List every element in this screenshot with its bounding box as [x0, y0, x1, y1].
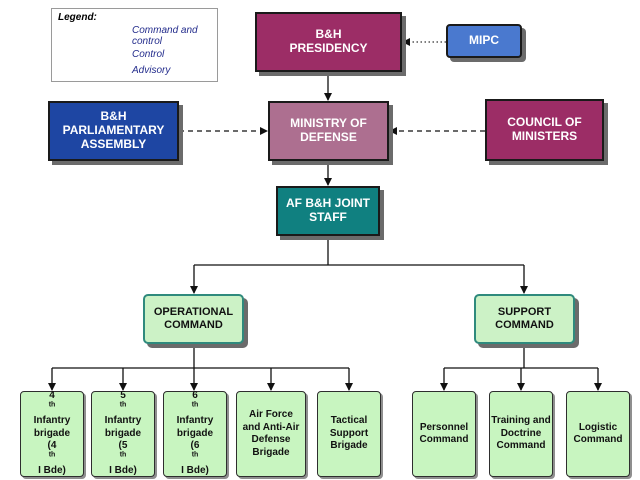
- node-text: COMMAND: [495, 319, 554, 331]
- node-text: Defense: [251, 434, 291, 445]
- node-text: 6: [192, 390, 198, 402]
- node-text: Command: [419, 434, 469, 445]
- node-text: (4: [47, 440, 57, 452]
- node-text: Infantry: [104, 415, 142, 427]
- node-text: Brigade: [252, 446, 290, 458]
- command-line-joint-commands: [194, 236, 524, 266]
- node-text: Infantry: [176, 415, 214, 427]
- node-text: AF B&H JOINT: [286, 196, 370, 211]
- node-training-doctrine-command: Training and Doctrine Command: [489, 391, 553, 477]
- node-sup: th: [191, 451, 199, 459]
- node-sup: th: [119, 451, 127, 459]
- node-text: brigade: [176, 427, 214, 439]
- command-line-operational-bus: [52, 344, 349, 369]
- node-text: (5: [118, 440, 128, 452]
- node-text: Command: [496, 440, 546, 452]
- node-text: COMMAND: [164, 319, 223, 331]
- node-text: OPERATIONAL: [153, 306, 234, 319]
- node-sup: th: [191, 401, 199, 409]
- node-air-force-brigade: Air Force and Anti-Air Defense Brigade: [236, 391, 306, 477]
- node-text: Logistic: [578, 421, 618, 433]
- node-text: MIPC: [469, 33, 499, 48]
- node-text: STAFF: [309, 210, 347, 224]
- node-text: brigade: [104, 427, 142, 439]
- node-text: Brigade: [330, 440, 368, 452]
- node-text: COUNCIL OF: [507, 115, 582, 130]
- node-text: brigade: [33, 427, 71, 439]
- node-text: MINISTERS: [511, 129, 578, 143]
- node-text: Command: [573, 434, 623, 445]
- node-text: I Bde): [109, 465, 137, 477]
- legend-title: Legend:: [58, 12, 97, 23]
- node-text: I Bde): [181, 465, 209, 477]
- legend-item-command: Command and control: [132, 25, 198, 47]
- node-text: Training and: [491, 415, 551, 427]
- node-text: 4: [49, 390, 55, 402]
- node-mipc: MIPC: [446, 24, 522, 58]
- node-personnel-command: Personnel Command: [412, 391, 476, 477]
- node-sup: th: [48, 401, 56, 409]
- node-text: PARLIAMENTARY: [62, 123, 165, 138]
- legend-item-control: Control: [132, 49, 165, 60]
- node-text: B&H: [100, 109, 127, 124]
- node-text: Tactical: [330, 415, 368, 427]
- node-text: MINISTRY OF: [290, 116, 367, 131]
- node-text: ASSEMBLY: [80, 136, 147, 151]
- node-text: Personnel: [419, 421, 469, 433]
- node-text: B&H: [315, 27, 342, 42]
- node-text: PRESIDENCY: [289, 41, 368, 55]
- node-text: DEFENSE: [300, 130, 357, 144]
- node-text: Doctrine: [500, 427, 542, 439]
- node-text: I Bde): [38, 465, 66, 477]
- node-text: SUPPORT: [497, 306, 552, 319]
- node-text: Infantry: [33, 415, 71, 427]
- node-text: Air Force: [249, 409, 293, 420]
- node-text: Support: [329, 427, 369, 439]
- node-text: and Anti-Air: [242, 421, 300, 433]
- legend: Legend: Command and control Control Advi…: [51, 8, 218, 82]
- node-text: 5: [120, 390, 126, 402]
- node-text: (6: [190, 440, 200, 452]
- node-sup: th: [48, 451, 56, 459]
- node-sup: th: [119, 401, 127, 409]
- node-tactical-support-brigade: Tactical Support Brigade: [317, 391, 381, 477]
- command-line-support-bus: [444, 344, 598, 369]
- node-logistic-command: Logistic Command: [566, 391, 630, 477]
- legend-item-advisory: Advisory: [132, 65, 171, 76]
